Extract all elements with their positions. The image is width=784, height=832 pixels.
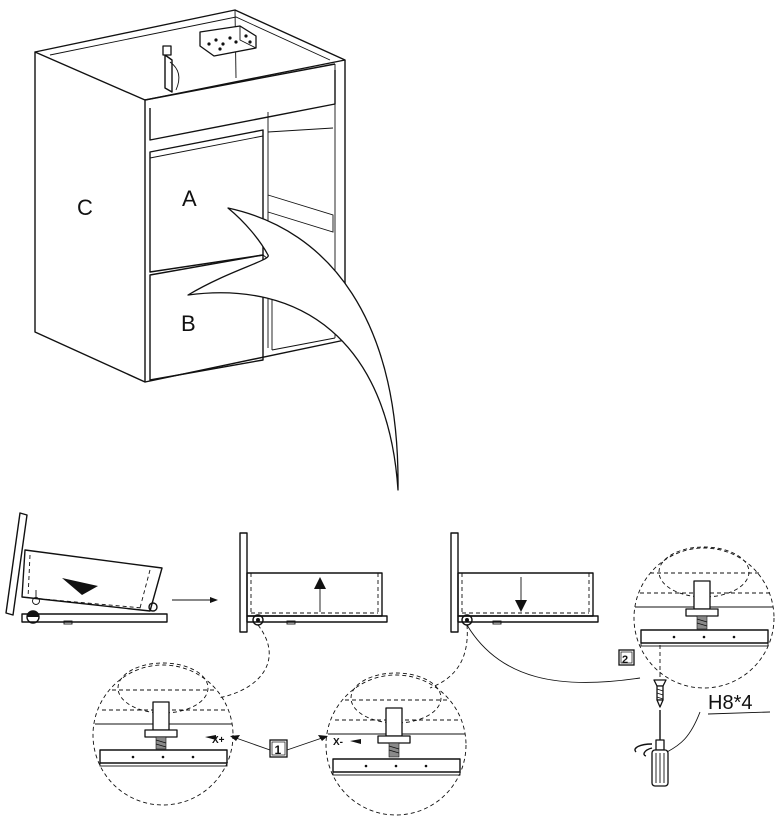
drawer-installed-down: [450, 532, 599, 633]
drawer-b-label: B: [181, 311, 196, 336]
callout-swoosh: [187, 207, 399, 491]
x-plus-label: X+: [212, 735, 225, 746]
screw-spec-label: H8*4: [708, 692, 752, 714]
zoom-detail-x-plus: X+: [92, 662, 234, 806]
mounting-bracket-icon: [199, 25, 257, 57]
arrow-icon: [350, 739, 361, 744]
x-minus-label: X-: [333, 737, 343, 748]
zoom-detail-screw: [633, 546, 775, 689]
step-2-badge: 2: [618, 649, 635, 666]
drawer-b-front: [149, 254, 264, 381]
drawer-a-label: A: [182, 186, 197, 211]
screw-icon: [653, 679, 667, 708]
drawer-installed-up: [239, 532, 388, 633]
screwdriver-icon: [634, 710, 669, 787]
step-1-badge: 1: [230, 735, 328, 758]
zoom-detail-x-minus: X-: [325, 672, 467, 816]
arrow-icon: [515, 600, 527, 612]
step-1-number: 1: [275, 743, 282, 757]
panel-c-label: C: [77, 195, 93, 220]
arrow-icon: [314, 577, 326, 589]
drawer-a-front: [149, 129, 264, 273]
arrow-icon: [62, 578, 98, 595]
drawer-insert-tilted: [5, 512, 218, 625]
arrow-icon: [205, 735, 216, 740]
cabinet: C A B: [34, 9, 346, 383]
step-2-number: 2: [622, 654, 628, 666]
